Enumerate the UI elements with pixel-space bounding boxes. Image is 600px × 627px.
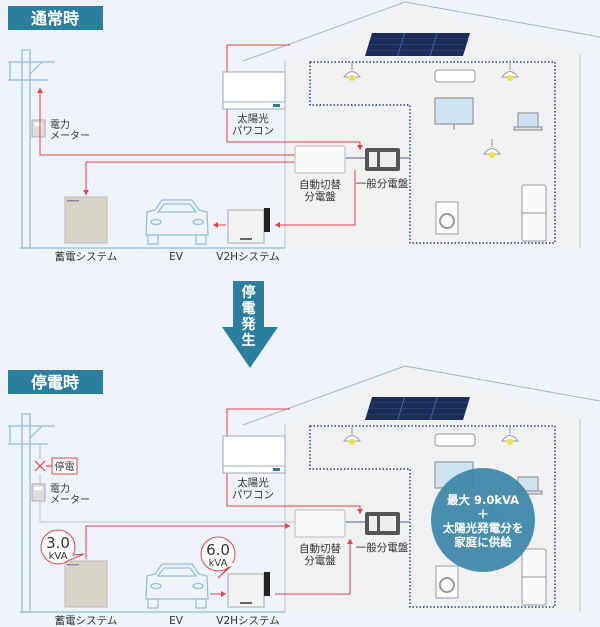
refrigerator-icon (521, 184, 547, 242)
battery-system-icon (64, 560, 108, 608)
battery-label: 蓄電システム (55, 615, 118, 627)
v2h-label: V2Hシステム (216, 251, 279, 263)
power-meter-icon (31, 483, 46, 502)
washing-machine-icon (435, 201, 459, 235)
outage-label: 停電 (55, 460, 75, 473)
flow-arrow (357, 509, 363, 514)
distribution-board-icon (365, 512, 400, 535)
v2h-system-icon (227, 208, 270, 244)
solar-power-conditioner-icon (222, 71, 286, 110)
supply-note-circle: 最大 9.0kVA＋太陽光発電分を家庭に供給 (431, 468, 535, 572)
section-title-badge: 停電時 (8, 370, 103, 394)
flow-arrow (347, 539, 353, 544)
solar-panel-icon (365, 396, 470, 421)
air-conditioner-icon (434, 433, 476, 447)
ceiling-lamp-icon (343, 62, 361, 81)
power-meter-icon (31, 119, 46, 138)
utility-pole-icon (8, 49, 55, 249)
pcs-label: 太陽光パワコン (232, 476, 274, 501)
flow-arrow (213, 222, 218, 228)
laptop-icon (513, 112, 543, 131)
auto-switch-panel-icon (294, 145, 346, 174)
auto-panel-label: 自動切替分電盤 (299, 178, 341, 203)
section-title: 停電時 (31, 373, 79, 392)
ceiling-lamp-icon (501, 62, 519, 81)
battery-label: 蓄電システム (55, 251, 118, 263)
pcs-label: 太陽光パワコン (232, 112, 274, 137)
section-title-badge: 通常時 (8, 6, 103, 30)
svg-text:最大 9.0kVA＋太陽光発電分を家庭に供給: 最大 9.0kVA＋太陽光発電分を家庭に供給 (442, 493, 524, 549)
svg-text:停電発生: 停電発生 (241, 284, 257, 349)
flow-arrow (83, 190, 89, 195)
v2h-system-icon (227, 572, 270, 608)
home-circuit-area (309, 61, 556, 244)
v2h-output-bubble: 6.0kVA (200, 536, 236, 579)
battery-output-bubble: 3.0kVA (40, 529, 85, 565)
general-panel-label: 一般分電盤 (356, 541, 409, 554)
ev-car-icon (145, 199, 209, 245)
flow-arrow (285, 523, 290, 529)
meter-label: 電力メーター (50, 482, 90, 506)
battery-system-icon (64, 196, 108, 244)
power-lines (39, 44, 410, 226)
solar-panel-icon (365, 32, 470, 57)
outage-x-icon (34, 460, 52, 472)
flow-arrow (275, 222, 280, 228)
solar-power-conditioner-icon (222, 435, 286, 474)
svg-text:kVA: kVA (49, 551, 68, 562)
v2h-label: V2Hシステム (216, 615, 279, 627)
home-circuit-area (309, 425, 556, 608)
ceiling-lamp-icon (483, 139, 501, 158)
distribution-board-icon (365, 148, 400, 171)
ceiling-lamp-icon (343, 426, 361, 445)
svg-text:kVA: kVA (209, 558, 228, 569)
house (242, 1, 600, 248)
utility-pole-icon (8, 413, 55, 613)
ev-car-icon (145, 563, 209, 609)
flow-arrow (221, 591, 226, 597)
section-title: 通常時 (31, 9, 79, 28)
outage-transition-arrow: 停電発生 (222, 281, 278, 368)
general-panel-label: 一般分電盤 (356, 177, 409, 190)
svg-text:3.0: 3.0 (46, 534, 70, 552)
washing-machine-icon (435, 565, 459, 599)
tv-icon (434, 97, 474, 130)
auto-switch-panel-icon (294, 509, 346, 538)
flow-arrow (357, 145, 363, 150)
svg-text:6.0: 6.0 (206, 541, 230, 559)
flow-arrow (37, 88, 43, 93)
meter-label: 電力メーター (50, 118, 90, 142)
auto-panel-label: 自動切替分電盤 (299, 542, 341, 567)
refrigerator-icon (521, 548, 547, 606)
power-lines (39, 408, 410, 595)
outage-badge (51, 457, 78, 475)
ceiling-lamp-icon (501, 426, 519, 445)
air-conditioner-icon (434, 69, 476, 83)
ev-label: EV (169, 251, 184, 263)
ev-label: EV (169, 615, 184, 627)
